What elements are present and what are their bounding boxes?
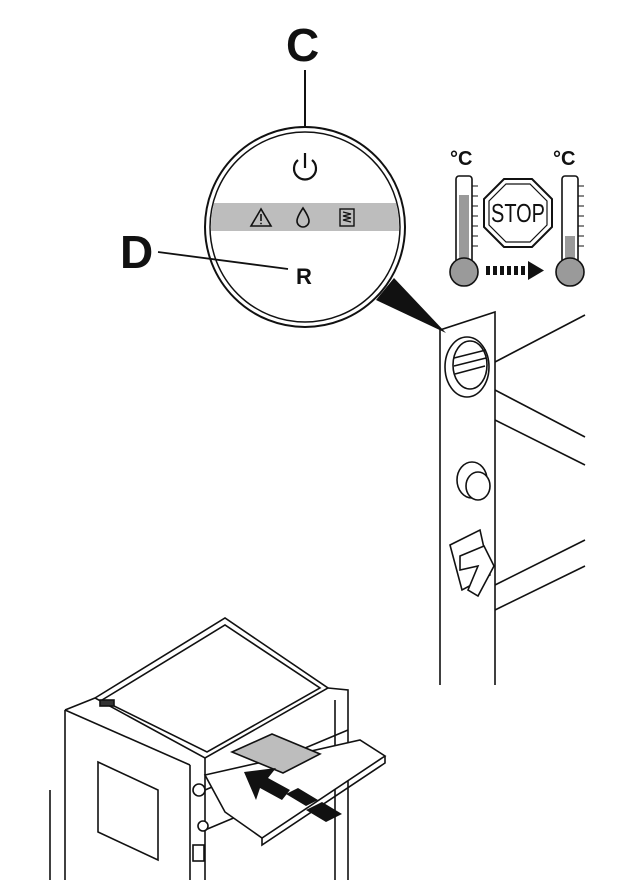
push-button[interactable] <box>456 461 491 501</box>
panel-control-knob[interactable] <box>444 336 490 398</box>
thermometer-right <box>555 175 585 287</box>
stop-sign-text: STOP <box>491 198 545 228</box>
warning-triangle-icon <box>249 207 273 227</box>
temperature-diagram: °C °C STOP <box>449 148 585 287</box>
side-panel-closeup <box>439 310 586 685</box>
insertion-arrow-icon <box>244 768 342 822</box>
callout-d-leader <box>157 251 289 270</box>
callout-d: D <box>120 226 289 278</box>
infeed-tray <box>203 733 387 847</box>
callout-d-label: D <box>120 226 153 278</box>
unit-label-left: °C <box>450 148 472 170</box>
callout-c: C <box>286 19 319 136</box>
reset-button-label[interactable]: R <box>296 264 312 289</box>
water-drop-icon <box>296 206 310 228</box>
thermometer-right-fill <box>565 236 575 273</box>
magnifier: R <box>204 126 446 333</box>
machine-body <box>49 617 349 880</box>
paper-sheet <box>229 733 322 774</box>
thermometer-left <box>449 175 479 287</box>
dotted-arrow-icon <box>486 261 544 280</box>
callout-c-label: C <box>286 19 319 71</box>
power-icon[interactable] <box>292 153 318 181</box>
rotary-switch[interactable] <box>449 528 495 598</box>
heating-coil-icon <box>339 208 355 227</box>
unit-label-right: °C <box>553 148 575 170</box>
thermometer-left-fill <box>459 195 469 273</box>
stop-sign-icon: STOP <box>483 178 553 248</box>
magnifier-pointer <box>376 278 446 333</box>
